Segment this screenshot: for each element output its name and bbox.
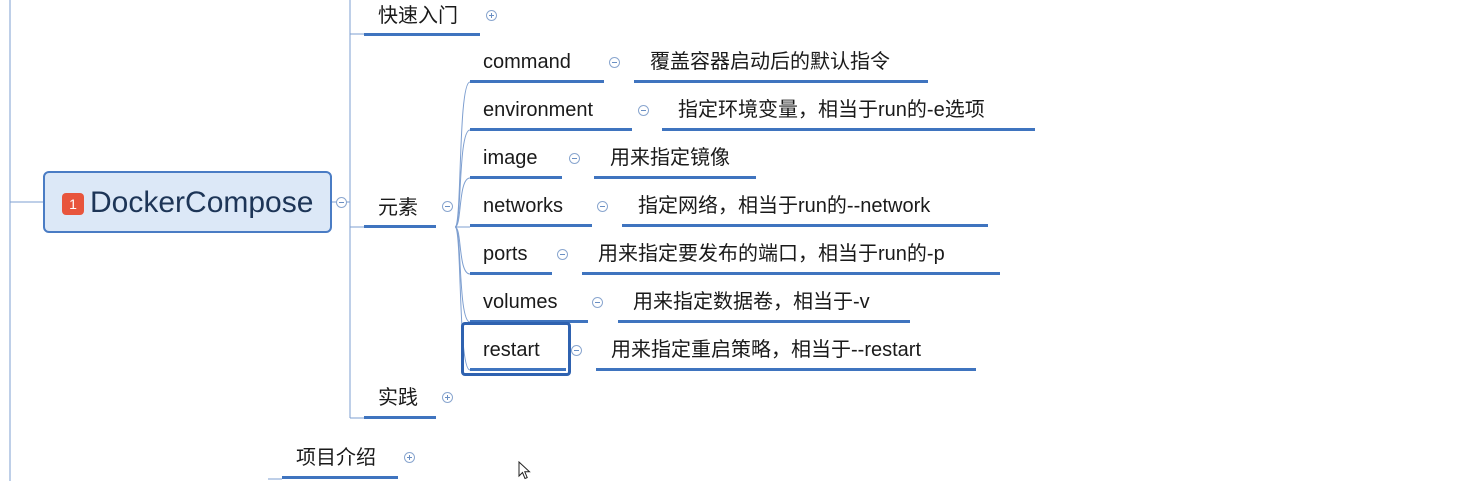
mouse-pointer-icon <box>518 461 531 480</box>
root-topic[interactable]: 1 DockerCompose <box>43 171 332 233</box>
expand-icon[interactable] <box>404 452 415 463</box>
branch-elements-underline <box>364 225 436 228</box>
collapse-icon[interactable] <box>569 153 580 164</box>
branch-practice[interactable]: 实践 <box>378 387 418 409</box>
element-key-image[interactable]: image <box>483 147 538 169</box>
desc-underline <box>634 80 928 83</box>
priority-badge: 1 <box>62 193 84 215</box>
branch-elements[interactable]: 元素 <box>378 197 418 219</box>
element-key-restart[interactable]: restart <box>483 339 540 361</box>
collapse-icon[interactable] <box>609 57 620 68</box>
element-underline <box>470 272 552 275</box>
collapse-icon[interactable] <box>557 249 568 260</box>
branch-quickstart[interactable]: 快速入门 <box>378 5 458 27</box>
expand-icon[interactable] <box>486 10 497 21</box>
desc-underline <box>596 368 976 371</box>
element-desc-environment[interactable]: 指定环境变量，相当于run的-e选项 <box>678 99 985 121</box>
element-underline <box>470 368 566 371</box>
root-topic-label: DockerCompose <box>90 186 314 219</box>
element-underline <box>470 224 592 227</box>
expand-icon[interactable] <box>442 392 453 403</box>
element-desc-restart[interactable]: 用来指定重启策略，相当于--restart <box>611 339 921 361</box>
collapse-icon[interactable] <box>597 201 608 212</box>
branch-quickstart-underline <box>364 33 480 36</box>
element-desc-image[interactable]: 用来指定镜像 <box>610 147 730 169</box>
element-desc-networks[interactable]: 指定网络，相当于run的--network <box>638 195 931 217</box>
element-underline <box>470 80 604 83</box>
collapse-icon[interactable] <box>592 297 603 308</box>
collapse-icon[interactable] <box>571 345 582 356</box>
branch-practice-underline <box>364 416 436 419</box>
branch-project-underline <box>282 476 398 479</box>
element-underline <box>470 320 588 323</box>
selection-frame <box>461 322 571 376</box>
element-underline <box>470 176 562 179</box>
element-desc-command[interactable]: 覆盖容器启动后的默认指令 <box>650 51 890 73</box>
desc-underline <box>582 272 1000 275</box>
desc-underline <box>662 128 1035 131</box>
element-desc-volumes[interactable]: 用来指定数据卷，相当于-v <box>633 291 870 313</box>
element-key-command[interactable]: command <box>483 51 571 73</box>
desc-underline <box>622 224 988 227</box>
element-underline <box>470 128 632 131</box>
desc-underline <box>594 176 756 179</box>
collapse-icon[interactable] <box>442 201 453 212</box>
branch-project[interactable]: 项目介绍 <box>296 447 376 469</box>
element-desc-ports[interactable]: 用来指定要发布的端口，相当于run的-p <box>598 243 945 265</box>
element-key-environment[interactable]: environment <box>483 99 594 121</box>
element-key-volumes[interactable]: volumes <box>483 291 558 313</box>
collapse-icon[interactable] <box>336 197 347 208</box>
element-key-networks[interactable]: networks <box>483 195 564 217</box>
element-key-ports[interactable]: ports <box>483 243 528 265</box>
collapse-icon[interactable] <box>638 105 649 116</box>
desc-underline <box>618 320 910 323</box>
